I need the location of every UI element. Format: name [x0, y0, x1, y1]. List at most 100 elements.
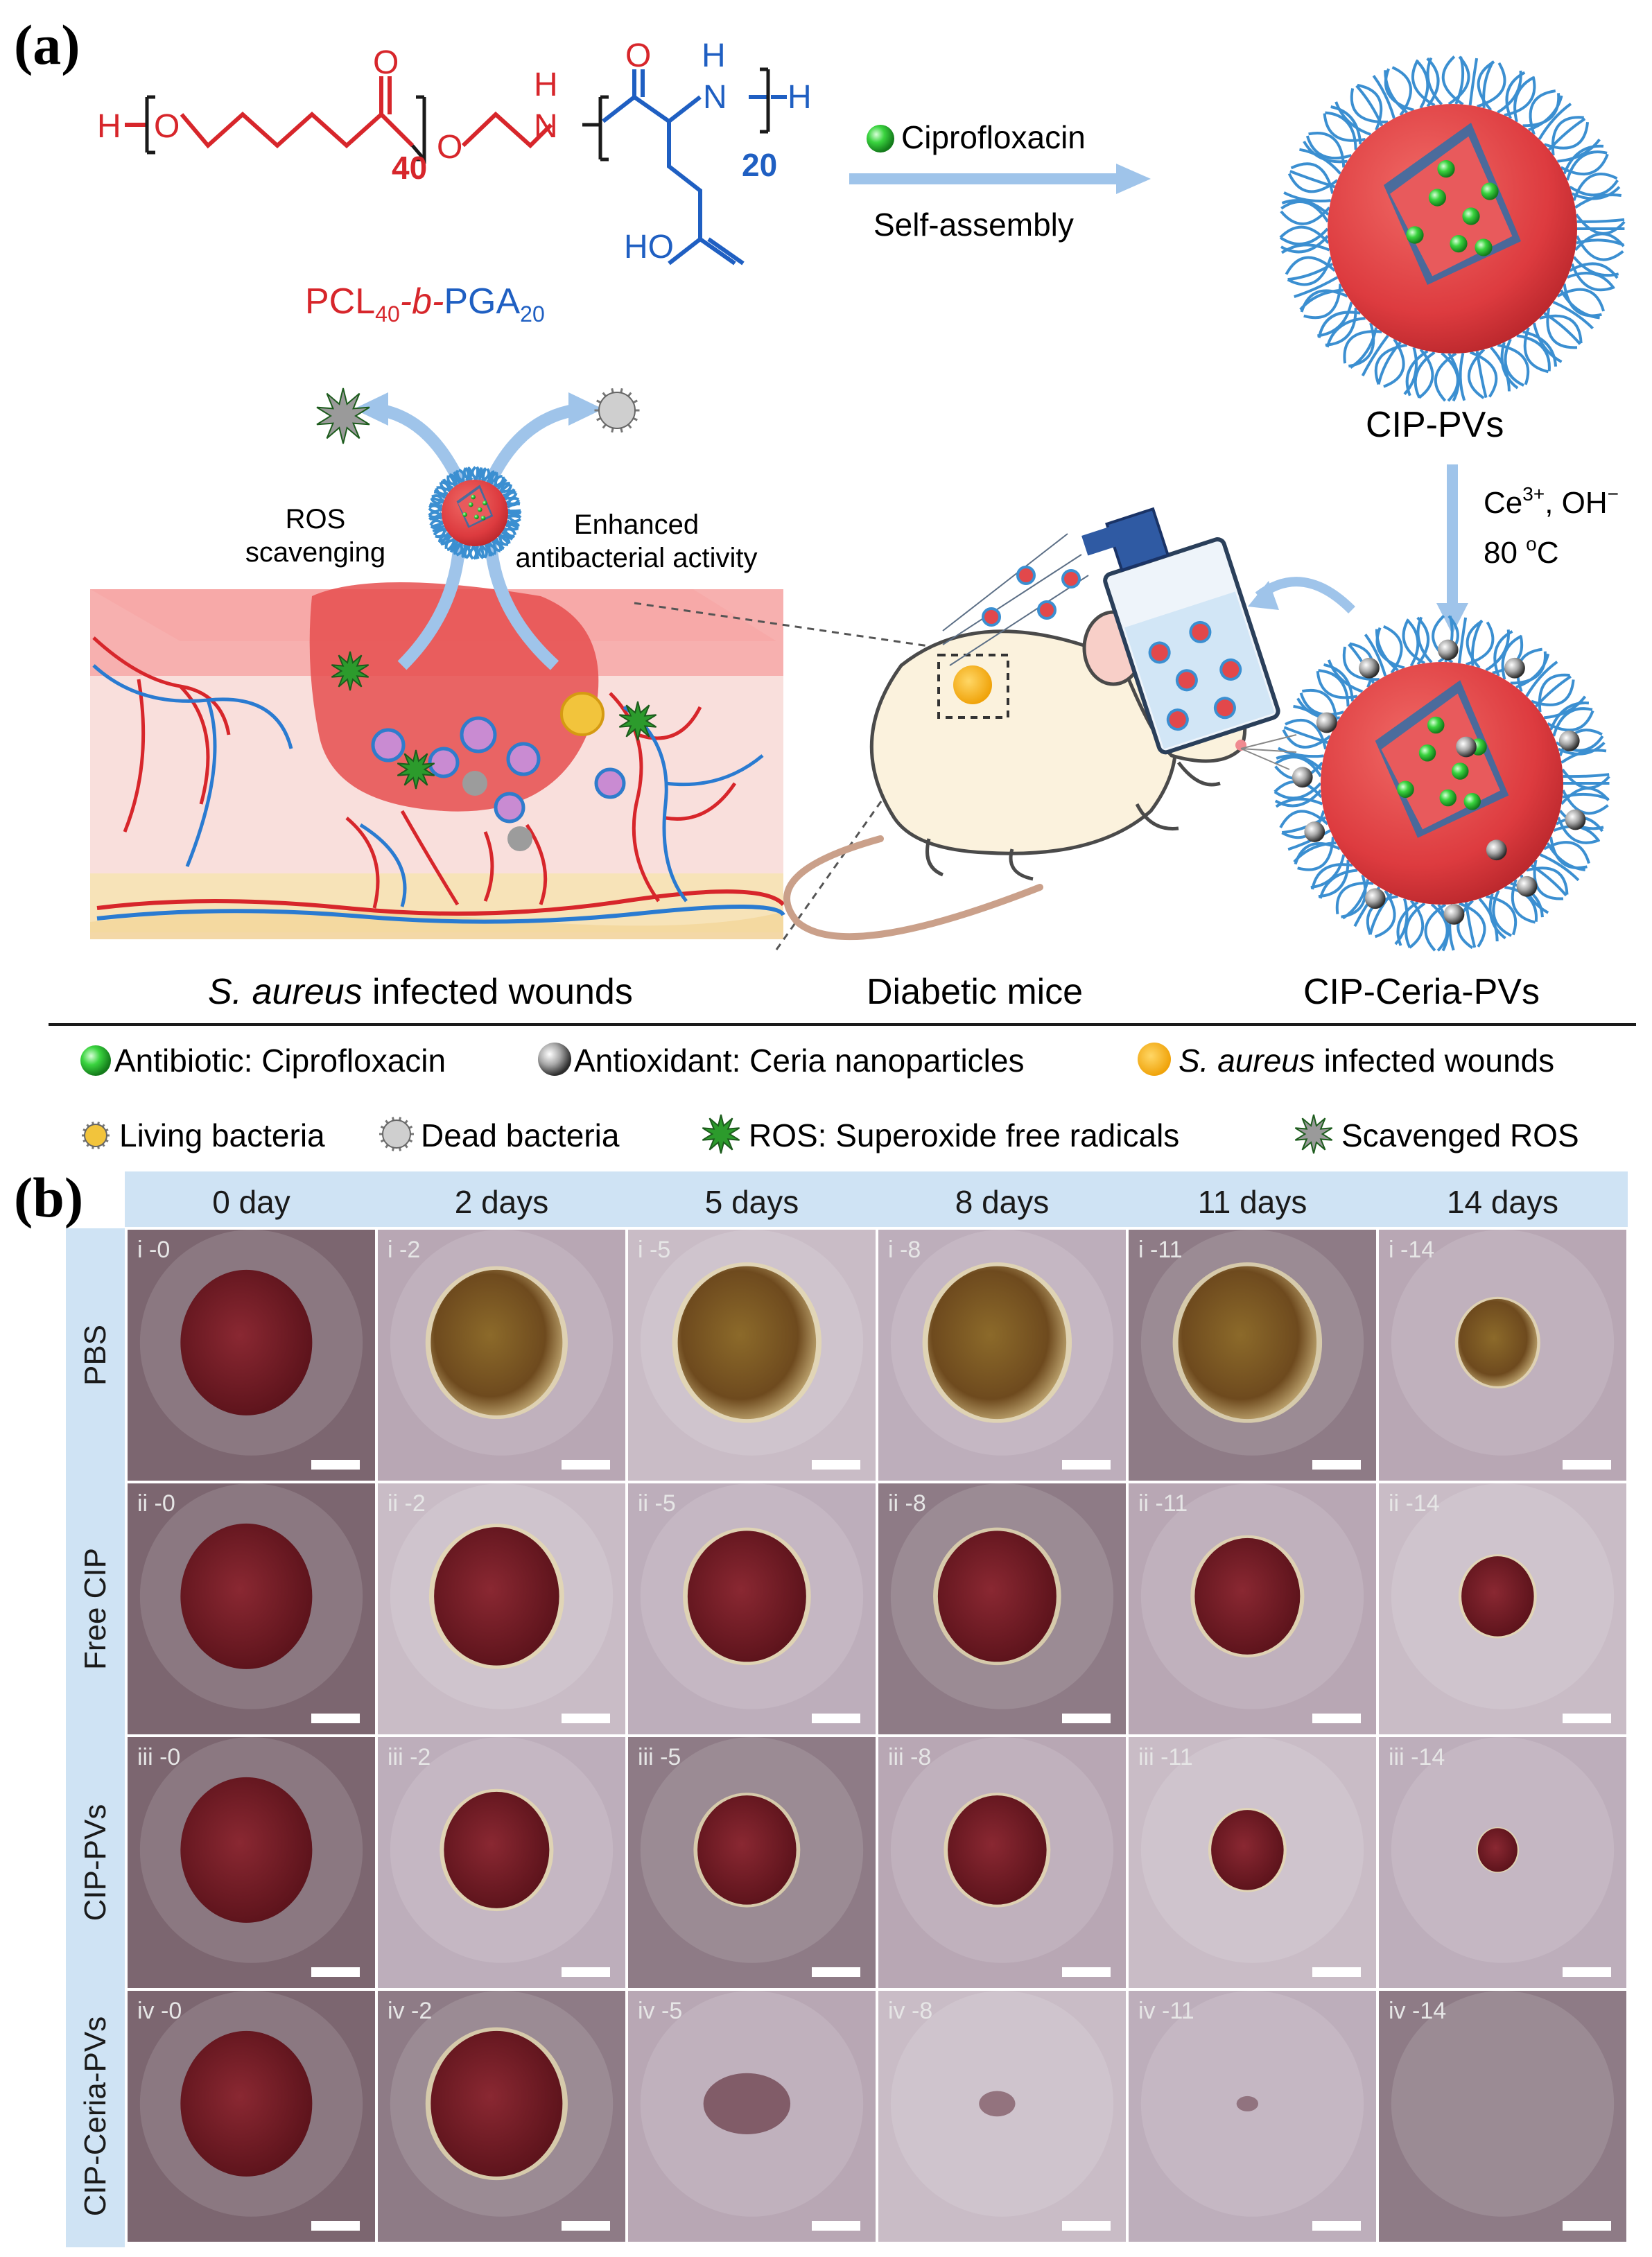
scale-bar [1062, 1714, 1111, 1723]
photo-label: i -14 [1389, 1237, 1434, 1263]
cip-pvs-vesicle [1279, 55, 1626, 402]
wound-area [948, 1795, 1047, 1905]
scale-bar [1312, 1460, 1361, 1470]
ros-star-icon-0 [331, 651, 369, 691]
chem-h-n1: H [534, 67, 558, 103]
chem-n1: N [534, 108, 558, 145]
photo-label: ii -2 [388, 1490, 426, 1517]
chem-o2: O [373, 44, 399, 81]
column-header-bar [125, 1171, 1628, 1227]
photo-label: i -2 [388, 1237, 420, 1263]
photo-label: iii -11 [1138, 1744, 1193, 1770]
photo-label: ii -0 [137, 1490, 175, 1517]
legend-wound: S. aureus infected wounds [1179, 1043, 1554, 1079]
wound-photo-iii-14: iii -14 [1379, 1737, 1626, 1988]
column-header-0: 0 day [212, 1184, 290, 1220]
wound-photo-i-8: i -8 [878, 1230, 1126, 1481]
scavenged-ros-star-icon [316, 387, 370, 444]
scale-bar [812, 1967, 860, 1977]
legend-scavenged-ros-icon [1294, 1114, 1333, 1154]
ros-glyph [702, 1114, 740, 1154]
photo-label: iii -0 [137, 1744, 180, 1770]
chem-h-n2: H [702, 37, 726, 74]
cip-icon [867, 125, 894, 152]
wound-area [180, 1269, 313, 1415]
cip-pvs-label: CIP-PVs [1366, 405, 1504, 445]
wound-photo-iii-0: iii -0 [128, 1737, 375, 1988]
wound-photo-iv-5: iv -5 [628, 1991, 876, 2242]
photo-label: iv -14 [1389, 1998, 1446, 2024]
skin-wound-illustration [90, 582, 785, 939]
scale-bar [562, 1967, 610, 1977]
scale-bar [311, 2221, 360, 2231]
scale-bar [562, 1714, 610, 1723]
wound-area [677, 1266, 817, 1420]
scale-bar [562, 1460, 610, 1470]
photo-label: iv -0 [137, 1998, 182, 2024]
wound-photo-ii-11: ii -11 [1129, 1483, 1376, 1734]
chem-h-left: H [97, 108, 121, 145]
row-header-0: PBS [78, 1325, 112, 1386]
wound-area [180, 1777, 313, 1923]
wound-area [703, 2073, 791, 2134]
wound-photo-iv-2: iv -2 [378, 1991, 625, 2242]
arrow-right-icon [1116, 164, 1151, 194]
photo-label: ii -14 [1389, 1490, 1440, 1517]
column-header-4: 11 days [1198, 1184, 1307, 1220]
refill-arrow-head-icon [1248, 581, 1279, 610]
photo-label: iii -2 [388, 1744, 431, 1770]
wound-photo-ii-5: ii -5 [628, 1483, 876, 1734]
self-assembly-step: Ciprofloxacin Self-assembly [849, 119, 1151, 243]
wound-photo-ii-0: ii -0 [128, 1483, 375, 1734]
wound-photo-ii-8: ii -8 [878, 1483, 1126, 1734]
wound-photo-iv-0: iv -0 [128, 1991, 375, 2242]
wound-photo-iii-5: iii -5 [628, 1737, 876, 1988]
column-header-1: 2 days [455, 1184, 549, 1220]
scavenged-glyph [1294, 1114, 1333, 1154]
photo-label: ii -11 [1138, 1490, 1188, 1517]
cip-ceria-pvs-vesicle [1273, 615, 1610, 952]
legend: Antibiotic: Ciprofloxacin Antioxidant: C… [80, 1043, 1579, 1154]
photo-label: iv -11 [1138, 1998, 1194, 2024]
row-header-1: Free CIP [78, 1548, 112, 1670]
scale-bar [1062, 1460, 1111, 1470]
scale-bar [1563, 1967, 1611, 1977]
wound-photo-ii-2: ii -2 [378, 1483, 625, 1734]
dead-bacteria-glyph [379, 1117, 414, 1151]
chem-o1: O [154, 108, 180, 145]
wound-area [1211, 1810, 1284, 1890]
scale-bar [812, 1460, 860, 1470]
legend-living: Living bacteria [119, 1117, 325, 1153]
row-header-bar [66, 1228, 125, 2247]
photo-label: iii -14 [1389, 1744, 1445, 1770]
legend-scavenged: Scavenged ROS [1341, 1117, 1579, 1153]
panel-a-label: (a) [14, 13, 80, 76]
row-header-3: CIP-Ceria-PVs [78, 2016, 112, 2217]
wound-photo-i-14: i -14 [1379, 1230, 1626, 1481]
photo-label: ii -5 [638, 1490, 676, 1517]
legend-ros-icon [702, 1114, 740, 1154]
step2-line1: Ce3+, OH− [1484, 483, 1619, 520]
legend-ros: ROS: Superoxide free radicals [749, 1117, 1179, 1153]
wound-photo-i-2: i -2 [378, 1230, 625, 1481]
chem-o4: O [625, 37, 651, 74]
chem-o3: O [437, 129, 462, 166]
wound-area [1236, 2095, 1259, 2111]
ros-star-icon-2 [397, 749, 435, 790]
wound-photo-i-5: i -5 [628, 1230, 876, 1481]
scale-bar [1312, 1714, 1361, 1723]
legend-ceria-icon [538, 1043, 571, 1076]
scale-bar [1312, 1967, 1361, 1977]
wound-area [431, 1269, 563, 1415]
legend-antioxidant: Antioxidant: Ceria nanoparticles [574, 1043, 1024, 1079]
wound-photo-i-11: i -11 [1129, 1230, 1376, 1481]
photo-label: iv -2 [388, 1998, 432, 2024]
scale-bar [1062, 2221, 1111, 2231]
scale-bar [311, 1714, 360, 1723]
scale-bar [1312, 2221, 1361, 2231]
scale-bar [812, 2221, 860, 2231]
dead-bacteria-icon [594, 387, 640, 433]
scale-bar [1563, 1460, 1611, 1470]
